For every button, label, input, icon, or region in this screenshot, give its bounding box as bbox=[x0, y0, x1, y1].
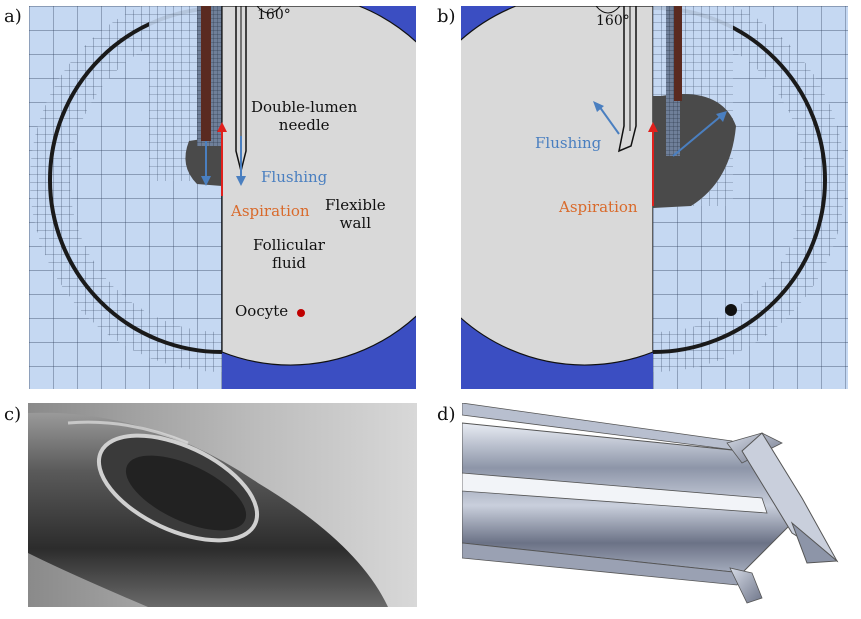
flushing-arrow bbox=[593, 101, 604, 112]
oocyte-dot bbox=[297, 309, 305, 317]
aspiration-label: Aspiration bbox=[231, 202, 310, 220]
panel-d-letter: d) bbox=[437, 404, 456, 425]
oocyte-label: Oocyte bbox=[235, 302, 289, 320]
panel-b-simulation: 160° Flushing Aspiration bbox=[461, 6, 848, 389]
follicle-wall-mesh bbox=[48, 6, 222, 354]
oocyte-mesh-dot bbox=[725, 304, 737, 316]
needle-render-svg bbox=[462, 403, 849, 607]
fluid-domain bbox=[461, 6, 654, 366]
follicle-wall-mesh bbox=[653, 6, 827, 354]
needle-label: Double-lumen needle bbox=[251, 98, 358, 134]
panel-a-simulation: 160° Double-lumen needle Flushing Aspira… bbox=[29, 6, 416, 389]
panel-c-letter: c) bbox=[4, 404, 22, 425]
flushing-label: Flushing bbox=[261, 168, 328, 186]
needle-photo-svg bbox=[28, 403, 417, 607]
flexible-wall-label: Flexible wall bbox=[325, 196, 386, 232]
flushing-label: Flushing bbox=[535, 134, 602, 152]
needle-tip bbox=[741, 432, 839, 563]
needle-3d-render bbox=[462, 403, 849, 607]
flow-wake-region bbox=[185, 136, 222, 186]
needle-angle-label: 160° bbox=[257, 7, 291, 23]
needle-lower-fin bbox=[729, 567, 763, 604]
aspiration-arrow bbox=[217, 122, 227, 132]
aspiration-arrow bbox=[648, 122, 658, 132]
panel-b-letter: b) bbox=[437, 6, 456, 27]
flushing-arrow bbox=[236, 176, 246, 186]
needle-tip-photo bbox=[28, 403, 417, 607]
panel-b-mesh-svg bbox=[461, 6, 848, 389]
needle-rib bbox=[462, 472, 768, 514]
fluid-domain bbox=[221, 6, 416, 366]
aspiration-label: Aspiration bbox=[559, 198, 638, 216]
double-lumen-needle bbox=[617, 6, 637, 153]
needle-angle-label: 160° bbox=[596, 13, 630, 29]
follicular-fluid-label: Follicular fluid bbox=[253, 236, 325, 272]
panel-a-letter: a) bbox=[4, 6, 22, 27]
panel-a-mesh-svg bbox=[29, 6, 416, 389]
